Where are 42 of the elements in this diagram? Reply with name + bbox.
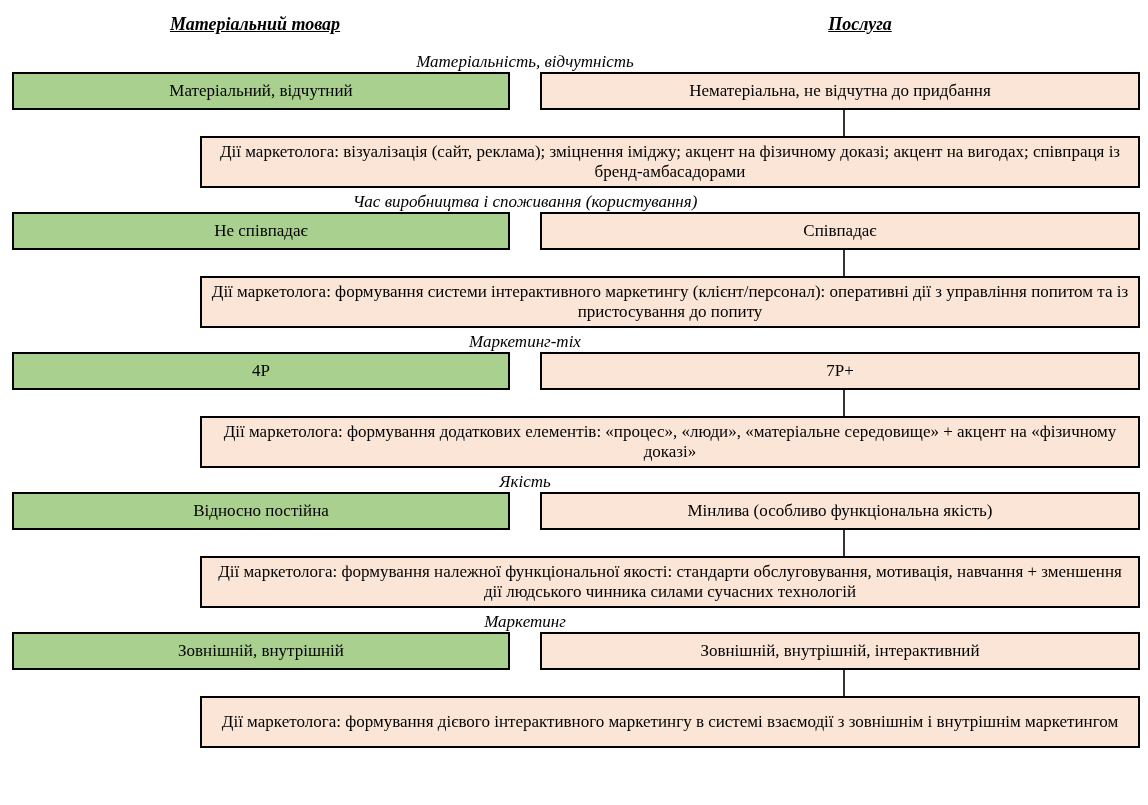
connector-line (843, 389, 845, 417)
section-heading: Маркетинг-mix (469, 332, 581, 352)
box-text: Матеріальний, відчутний (169, 80, 353, 102)
connector-line (843, 529, 845, 557)
product-box (12, 632, 510, 670)
product-box (12, 212, 510, 250)
column-header: Матеріальний товар (169, 14, 341, 35)
section-heading: Час виробництва і споживання (користування) (352, 192, 698, 212)
connector-line (843, 109, 845, 137)
action-box (200, 696, 1140, 748)
box-text: Дії маркетолога: формування системи інтерактивного маркетингу (клієнт/персонал): оперативні дії з управління попитом та із пристосування до попиту (210, 281, 1130, 323)
service-box (540, 492, 1140, 530)
service-box (540, 212, 1140, 250)
box-text: Дії маркетолога: формування додаткових елементів: «процес», «люди», «матеріальне середовище» + акцент на «фізичному доказі» (222, 421, 1118, 463)
box-text: 7P+ (826, 360, 854, 382)
box-text: Співпадає (803, 220, 877, 242)
section-heading: Маркетинг (484, 612, 566, 632)
section-heading: Якість (499, 472, 551, 492)
product-box (12, 72, 510, 110)
service-box (540, 352, 1140, 390)
box-text: Зовнішній, внутрішній (178, 640, 344, 662)
service-box (540, 632, 1140, 670)
box-text: Дії маркетолога: формування належної функціональної якості: стандарти обслуговування, мотивація, навчання + зменшення дії людського чинника силами сучасних технологій (217, 561, 1123, 603)
product-box (12, 492, 510, 530)
box-text: Зовнішній, внутрішній, інтерактивний (700, 640, 980, 662)
action-box (200, 276, 1140, 328)
service-box (540, 72, 1140, 110)
action-box (200, 556, 1140, 608)
box-text: 4P (252, 360, 270, 382)
action-box (200, 416, 1140, 468)
box-text: Дії маркетолога: візуалізація (сайт, реклама); зміцнення іміджу; акцент на фізичному доказі; акцент на вигодах; співпраця із бренд-амбасадорами (218, 141, 1122, 183)
product-box (12, 352, 510, 390)
connector-line (843, 669, 845, 697)
box-text: Відносно постійна (193, 500, 329, 522)
connector-line (843, 249, 845, 277)
section-heading: Матеріальність, відчутність (416, 52, 634, 72)
box-text: Не співпадає (214, 220, 308, 242)
box-text: Нематеріальна, не відчутна до придбання (689, 80, 991, 102)
action-box (200, 136, 1140, 188)
box-text: Дії маркетолога: формування дієвого інтерактивного маркетингу в системі взаємодії з зовнішнім і внутрішнім маркетингом (221, 711, 1119, 733)
box-text: Мінлива (особливо функціональна якість) (687, 500, 993, 522)
column-header: Послуга (828, 14, 892, 35)
